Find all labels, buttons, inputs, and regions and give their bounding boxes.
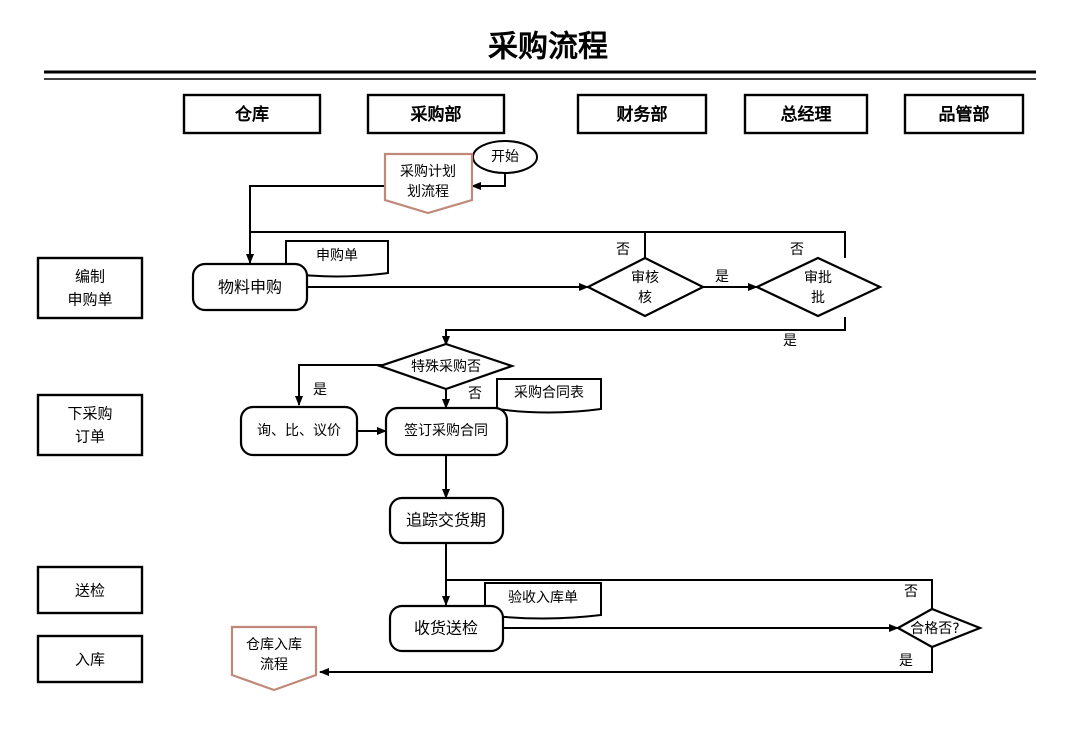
edge-label-approve-yes: 是 [783, 333, 797, 349]
node-track-delivery[interactable]: 追踪交货期 [388, 496, 505, 545]
node-label-line1: 采购计划 [400, 164, 456, 180]
node-warehouse-receiving-process[interactable]: 仓库入库 流程 [230, 625, 318, 692]
department-header-general-manager[interactable]: 总经理 [743, 93, 869, 135]
edge-special-yes-to-negotiate [295, 364, 396, 406]
stage-label-line1: 下采购 [67, 405, 112, 423]
node-label: 合格否? [910, 621, 959, 637]
node-review-label-line2: 核 [638, 290, 652, 306]
node-receive-and-inspect[interactable]: 收货送检 [388, 604, 505, 653]
node-label-line2: 划流程 [407, 184, 449, 200]
page-title: 采购流程 [488, 30, 608, 65]
edge-label-special-yes: 是 [313, 382, 327, 398]
stage-label-prepare-requisition[interactable]: 编制 申购单 [36, 256, 144, 320]
stage-label-warehousing[interactable]: 入库 [36, 634, 144, 684]
department-label: 采购部 [410, 104, 462, 125]
edge-plan-to-material-request [246, 185, 385, 264]
edge-qualified-no-return [446, 579, 933, 610]
node-label: 物料申购 [218, 278, 282, 297]
node-requisition-form[interactable]: 申购单 [285, 240, 389, 278]
edge-label-review-no: 否 [616, 242, 630, 258]
department-label: 仓库 [234, 104, 269, 125]
node-purchase-plan-process[interactable]: 采购计划 划流程 [383, 152, 474, 215]
node-purchase-contract-form[interactable]: 采购合同表 [496, 378, 602, 414]
node-label: 收货送检 [414, 619, 478, 638]
department-header-finance[interactable]: 财务部 [576, 93, 708, 135]
department-label: 品管部 [939, 104, 990, 125]
edge-no-return-rail [250, 231, 846, 258]
node-label: 验收入库单 [508, 590, 578, 606]
edge-approve-yes-to-special [442, 317, 846, 346]
node-approve-label-line2: 批 [811, 290, 825, 306]
edge-label-approve-no: 否 [790, 242, 804, 258]
node-sign-purchase-contract[interactable]: 签订采购合同 [384, 406, 509, 457]
node-negotiate-price[interactable]: 询、比、议价 [239, 405, 359, 457]
node-label: 特殊采购否 [411, 359, 481, 375]
edge-label-review-yes: 是 [715, 269, 729, 285]
department-label: 财务部 [616, 104, 668, 125]
stage-label-line1: 送检 [75, 582, 105, 600]
node-qualified-decision[interactable]: 合格否? [895, 607, 983, 649]
edge-start-to-plan [471, 170, 506, 190]
node-label: 签订采购合同 [404, 422, 488, 439]
node-label: 追踪交货期 [406, 511, 486, 530]
stage-label-line2: 申购单 [67, 291, 112, 309]
node-approve-decision[interactable]: 审批 [754, 256, 883, 318]
department-label: 总经理 [781, 104, 832, 125]
node-label-line2: 流程 [260, 657, 288, 673]
node-start[interactable]: 开始 [472, 140, 538, 174]
edge-label-qualified-yes: 是 [899, 653, 913, 669]
node-label-line1: 审核 [631, 270, 659, 286]
node-label-line1: 审批 [804, 270, 832, 286]
stage-label-line2: 订单 [75, 428, 105, 446]
node-label: 询、比、议价 [257, 423, 341, 439]
department-header-purchasing[interactable]: 采购部 [366, 93, 506, 135]
department-header-warehouse[interactable]: 仓库 [182, 93, 322, 135]
edge-qualified-yes-to-warehouse [319, 647, 933, 676]
department-header-quality-control[interactable]: 品管部 [903, 93, 1025, 135]
node-label: 开始 [491, 149, 519, 165]
stage-label-line1: 入库 [75, 651, 105, 669]
node-material-request[interactable]: 物料申购 [191, 262, 309, 312]
edge-label-qualified-no: 否 [904, 584, 918, 600]
node-special-purchase-decision[interactable]: 特殊采购否 [376, 342, 516, 391]
node-label: 采购合同表 [514, 385, 584, 401]
stage-label-line1: 编制 [75, 268, 105, 286]
node-label: 申购单 [316, 248, 358, 264]
node-review-decision[interactable]: 审核 [585, 256, 706, 318]
edge-label-special-no: 否 [468, 386, 482, 402]
node-label-line1: 仓库入库 [246, 637, 302, 653]
stage-label-place-order[interactable]: 下采购 订单 [36, 393, 144, 457]
stage-label-send-inspection[interactable]: 送检 [36, 565, 144, 615]
